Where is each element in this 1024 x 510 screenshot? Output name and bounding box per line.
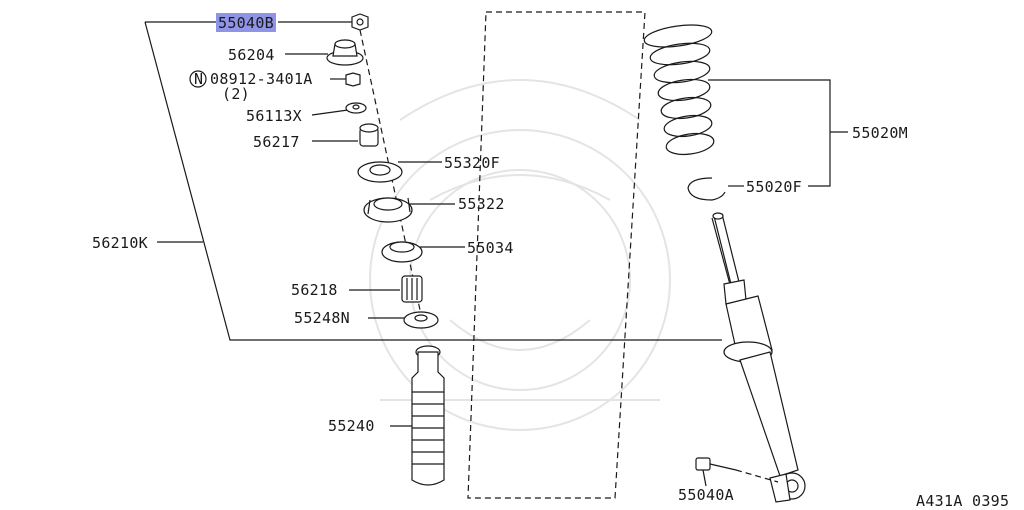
shock-absorber-part xyxy=(711,212,806,503)
diagram-code: A431A 0395 xyxy=(916,492,1009,510)
label-56204: 56204 xyxy=(228,46,275,64)
label-55020f: 55020F xyxy=(746,178,802,196)
coil-spring-part xyxy=(643,24,715,156)
label-56217: 56217 xyxy=(253,133,300,151)
label-55240: 55240 xyxy=(328,417,375,435)
label-56113x: 56113X xyxy=(246,107,302,125)
boot-frame xyxy=(467,11,646,499)
label-55320f: 55320F xyxy=(444,154,500,172)
label-08912-3401a: 08912-3401A xyxy=(210,70,313,88)
label-56210k: 56210K xyxy=(92,234,148,252)
label-55040b: 55040B xyxy=(218,14,274,32)
label-55034: 55034 xyxy=(467,239,514,257)
n-symbol xyxy=(189,70,207,88)
bolt-part xyxy=(695,457,737,487)
label-55248n: 55248N xyxy=(294,309,350,327)
assembly-bracket-56210k xyxy=(144,21,722,341)
label-n-prefix: N xyxy=(194,70,203,88)
label-56218: 56218 xyxy=(291,281,338,299)
watermark-emblem xyxy=(369,79,671,431)
label-08912-qty: (2) xyxy=(222,85,250,103)
highlight-box xyxy=(216,13,276,32)
dust-boot-part xyxy=(411,345,445,486)
label-55322: 55322 xyxy=(458,195,505,213)
spring-seat-part xyxy=(687,177,726,201)
label-55020m: 55020M xyxy=(852,124,908,142)
label-55040a: 55040A xyxy=(678,486,734,504)
